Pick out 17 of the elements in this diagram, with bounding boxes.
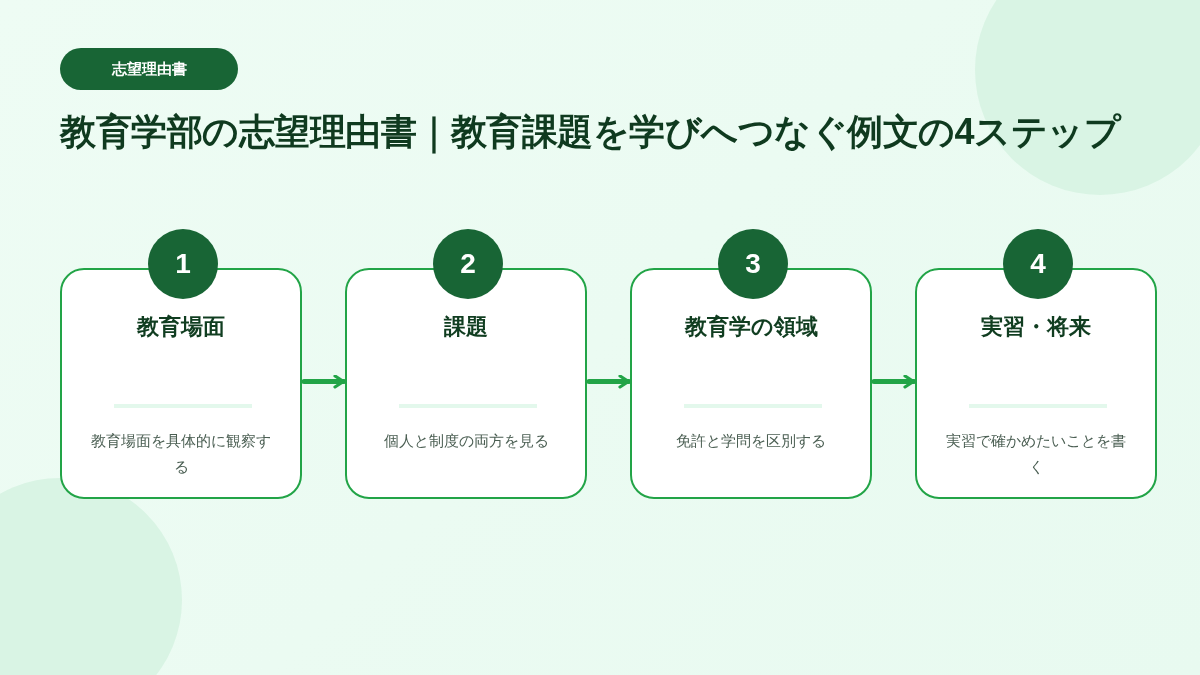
step-number-circle: 3 bbox=[718, 229, 788, 299]
step-description: 個人と制度の両方を見る bbox=[382, 431, 550, 451]
step-description: 教育場面を具体的に観察する bbox=[90, 431, 272, 477]
step-heading: 教育学の領域 bbox=[683, 313, 819, 341]
step-number-circle: 1 bbox=[148, 229, 218, 299]
arrow bbox=[586, 374, 632, 389]
arrow bbox=[301, 374, 347, 389]
step-description: 実習で確かめたいことを書く bbox=[945, 431, 1127, 477]
arrow bbox=[871, 374, 917, 389]
step-number-circle: 4 bbox=[1003, 229, 1073, 299]
step-heading: 実習・将来 bbox=[980, 313, 1092, 341]
title: 教育学部の志望理由書｜教育課題を学びへつなぐ例文の4ステップ bbox=[60, 110, 1121, 156]
step-heading: 課題 bbox=[443, 313, 489, 341]
step-number-circle: 2 bbox=[433, 229, 503, 299]
step-description: 免許と学問を区別する bbox=[675, 431, 827, 451]
step-heading: 教育場面 bbox=[135, 313, 226, 341]
tag-pill: 志望理由書 bbox=[60, 48, 238, 90]
